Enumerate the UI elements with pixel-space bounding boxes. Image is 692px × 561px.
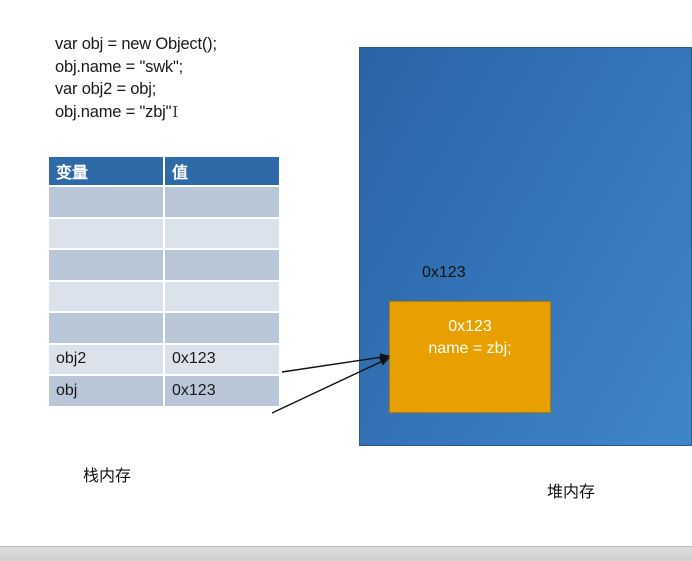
row-variable-obj: obj	[47, 374, 165, 408]
table-row	[47, 311, 281, 345]
heap-object-property: name = zbj;	[428, 340, 512, 357]
stack-table-header: 变量 值	[47, 155, 281, 187]
table-row	[47, 185, 281, 219]
stack-memory-label: 栈内存	[83, 466, 132, 485]
row-value-obj: 0x123	[163, 374, 281, 408]
heap-memory-label: 堆内存	[547, 482, 596, 501]
text-cursor-icon: Ι	[172, 102, 179, 121]
row-variable	[47, 248, 165, 282]
code-line-4-text: obj.name = "zbj"	[55, 102, 172, 121]
row-value	[163, 311, 281, 345]
heap-object: 0x123 name = zbj;	[389, 301, 551, 413]
code-line-2: obj.name = "swk";	[55, 57, 183, 76]
object-address-label: 0x123	[422, 264, 466, 281]
row-variable	[47, 311, 165, 345]
table-row	[47, 248, 281, 282]
code-line-1: var obj = new Object();	[55, 35, 217, 53]
row-value	[163, 216, 281, 250]
row-variable	[47, 279, 165, 313]
table-row	[47, 216, 281, 250]
table-row-obj2: obj2 0x123	[47, 342, 281, 376]
code-snippet: var obj = new Object(); obj.name = "swk"…	[55, 33, 217, 123]
code-line-4: obj.name = "zbj"Ι	[55, 101, 217, 124]
row-variable	[47, 185, 165, 219]
row-variable-obj2: obj2	[47, 342, 165, 376]
row-variable	[47, 216, 165, 250]
stack-table: 变量 值 obj2 0x123 obj 0x12	[47, 155, 281, 408]
row-value	[163, 279, 281, 313]
table-row-obj: obj 0x123	[47, 374, 281, 408]
row-value-obj2: 0x123	[163, 342, 281, 376]
row-value	[163, 248, 281, 282]
header-value: 值	[163, 155, 281, 187]
bottom-scrollbar[interactable]	[0, 546, 692, 561]
code-line-3: var obj2 = obj;	[55, 80, 157, 98]
header-variable: 变量	[47, 155, 165, 187]
table-row	[47, 279, 281, 313]
row-value	[163, 185, 281, 219]
heap-object-address: 0x123	[448, 318, 492, 335]
